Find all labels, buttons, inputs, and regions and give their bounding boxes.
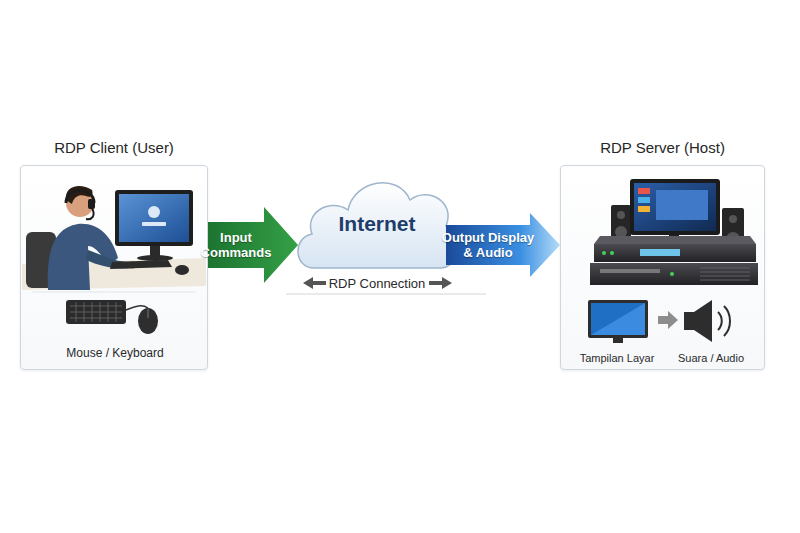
person-head [66, 189, 94, 217]
text-label: Suara / Audio [678, 352, 744, 364]
server-unit [590, 263, 758, 285]
sound-waves [718, 306, 730, 336]
login-avatar [148, 206, 160, 218]
panel-title: RDP Client (User) [1, 139, 227, 156]
login-field [142, 222, 166, 226]
server-display [640, 249, 680, 256]
keyboard-icon [66, 300, 126, 324]
text-label: Mouse / Keyboard [66, 346, 163, 360]
server-led [670, 272, 674, 276]
cloud-label: Internet [292, 212, 462, 236]
headset-band [66, 190, 94, 203]
server-bay [600, 269, 660, 273]
flow-arrow [658, 311, 678, 329]
speaker-icon-body [684, 312, 694, 330]
host-panel: RDP Server (Host) [560, 165, 765, 370]
keyboard-mouse-icon [66, 300, 158, 334]
connection-rule [286, 294, 486, 295]
display-screen [591, 303, 645, 335]
monitor-screen [634, 183, 716, 231]
connection-marks [286, 277, 486, 294]
screen-tile [638, 197, 650, 203]
server-top [594, 236, 756, 244]
screen-window [656, 190, 708, 220]
keyboard-keys [70, 302, 122, 322]
person-hair [66, 186, 93, 204]
monitor-stand [669, 234, 679, 240]
mouse-split [148, 309, 149, 318]
host-panel: RDP Client (User) [20, 165, 208, 370]
person-arm [86, 250, 132, 269]
desk [22, 258, 206, 290]
speaker-icon-cone [694, 300, 712, 342]
server-vents [700, 268, 750, 280]
server-unit [594, 244, 756, 262]
arrow-label: Input Commands [196, 230, 276, 260]
screen-tile [638, 206, 650, 212]
server-led [610, 251, 614, 255]
server-led [602, 251, 606, 255]
flow-arrow [208, 207, 298, 283]
monitor-stand [150, 244, 160, 256]
right-arrowhead [429, 277, 452, 289]
output-icons [588, 300, 730, 343]
mouse-cable [126, 306, 148, 310]
person-hand [128, 261, 136, 269]
monitor-screen [119, 194, 189, 242]
left-arrowhead [303, 277, 326, 289]
headset-ear [88, 199, 95, 209]
internet-cloud: Internet [292, 168, 462, 280]
display-shine [591, 303, 645, 335]
speaker-cone [617, 211, 625, 219]
screen-tile [638, 188, 650, 194]
text-label: Tampilan Layar [580, 352, 655, 364]
server-host [590, 179, 758, 285]
speaker-cone [615, 226, 627, 238]
monitor-base [137, 255, 173, 261]
headset-mic [86, 208, 94, 219]
desk-mouse [175, 265, 189, 275]
person-body [48, 224, 118, 290]
display-stand [613, 338, 623, 343]
flow-arrow [446, 213, 560, 277]
text-label: RDP Connection [329, 276, 426, 291]
speaker-left [611, 205, 631, 245]
mouse-icon [138, 308, 158, 334]
user-workstation [22, 186, 206, 290]
monitor-frame [115, 190, 193, 246]
speaker-cone [726, 232, 740, 246]
speaker-cone [729, 215, 737, 223]
arrow-label: Output Display & Audio [436, 230, 540, 260]
desk-keyboard [110, 260, 172, 269]
display-icon [588, 300, 648, 338]
monitor-frame [630, 179, 720, 235]
chair [26, 232, 56, 288]
panel-title: RDP Server (Host) [541, 139, 784, 156]
panel-divider [32, 292, 196, 293]
speaker-right [722, 208, 744, 256]
